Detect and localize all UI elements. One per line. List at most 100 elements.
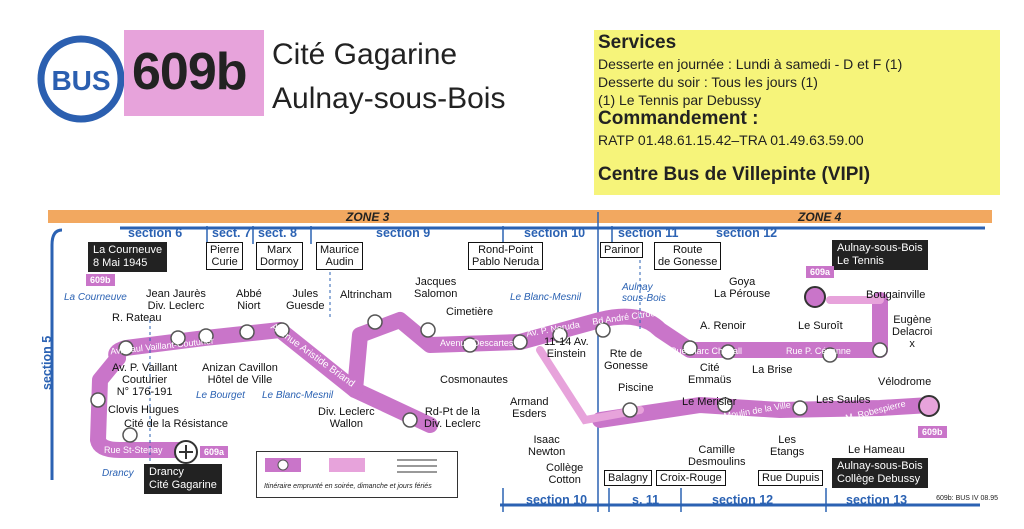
terminal-debussy-line2: Collège Debussy [837, 473, 921, 485]
section-13-bottom: section 13 [846, 493, 908, 507]
terminal-debussy-line1: Aulnay-sous-Bois [837, 460, 923, 472]
bus-logo-text: BUS [51, 65, 110, 96]
legend [256, 451, 458, 498]
stop-le-hameau: Le Hameau [848, 444, 905, 456]
terminal-drancy: Drancy Cité Gagarine [144, 464, 222, 494]
services-line1: Desserte en journée : Lundi à samedi - D… [598, 56, 903, 72]
stop-jules-guesde: Jules Guesde [286, 288, 325, 312]
terminal-college-debussy: Aulnay-sous-Bois Collège Debussy [832, 458, 928, 488]
stop-parinor: Parinor [600, 242, 644, 258]
services-title: Services [598, 32, 677, 53]
stop-bougainville: Bougainville [866, 289, 926, 301]
stop-abbe-niort: Abbé Niort [236, 288, 262, 312]
town-aulnay: Aulnay sous-Bois [622, 282, 666, 304]
stop-armand-esders: Armand Esders [510, 396, 549, 420]
legend-symbols [265, 458, 437, 473]
section-11: section 11 [618, 226, 679, 240]
stop-la-brise: La Brise [752, 364, 793, 376]
section-12: section 12 [716, 226, 778, 240]
stop-cimetiere: Cimetière [446, 306, 494, 318]
services-line2: Desserte du soir : Tous les jours (1) [598, 74, 818, 90]
stop-le-suroit: Le Suroît [798, 320, 843, 332]
destination-1: Cité Gagarine [272, 38, 458, 71]
bus-logo: BUS [37, 35, 125, 123]
legend-note: Itinéraire emprunté en soirée, dimanche … [264, 483, 432, 490]
section-10-bottom: section 10 [526, 493, 588, 507]
town-blanc-mesnil-2: Le Blanc-Mesnil [262, 390, 334, 401]
stop-croix-rouge: Croix-Rouge [656, 470, 726, 486]
section-11-bottom: s. 11 [632, 493, 660, 507]
badge-609b-left: 609b [86, 274, 115, 286]
stop-jean-jaures: Jean Jaurès Div. Leclerc [146, 288, 206, 312]
road-marc-chagall: Rue Marc Chagall [670, 346, 743, 356]
badge-609a-drancy: 609a [200, 446, 229, 458]
services-line3: (1) Le Tennis par Debussy [598, 92, 762, 108]
stop-isaac-newton: Isaac Newton [528, 434, 566, 458]
terminal-le-tennis: Aulnay-sous-Bois Le Tennis [832, 240, 928, 270]
stop-maurice-audin: Maurice Audin [316, 242, 364, 270]
stop-pierre-curie: Pierre Curie [206, 242, 244, 270]
destination-2: Aulnay-sous-Bois [272, 82, 506, 115]
zone-4-label: ZONE 4 [798, 210, 842, 224]
badge-609b-debussy: 609b [918, 426, 947, 438]
road-cezanne: Rue P. Cézanne [786, 346, 851, 356]
town-le-blanc-mesnil: Le Blanc-Mesnil [510, 292, 582, 303]
stop-rte-gonesse: Rte de Gonesse [604, 348, 649, 372]
stop-college-cotton: Collège Cotton [546, 462, 584, 486]
town-la-courneuve: La Courneuve [64, 292, 127, 303]
route-number: 609b [132, 43, 248, 101]
stop-r-rateau: R. Rateau [112, 312, 162, 324]
stop-route-gonesse: Route de Gonesse [654, 242, 722, 270]
zone-bar [48, 210, 992, 223]
stop-camille-desmoulins: Camille Desmoulins [688, 444, 746, 468]
terminal-drancy-line2: Cité Gagarine [149, 479, 217, 491]
stop-rond-point: Rond-Point Pablo Neruda [468, 242, 544, 270]
footer-code: 609b: BUS IV 08.95 [936, 495, 998, 502]
section-9: section 9 [376, 226, 431, 240]
stop-div-leclerc-wallon: Div. Leclerc Wallon [318, 406, 375, 430]
section-8: sect. 8 [258, 226, 297, 240]
section-12-bottom: section 12 [712, 493, 774, 507]
badge-609a-tennis: 609a [806, 266, 835, 278]
town-drancy: Drancy [102, 468, 134, 479]
command-line: RATP 01.48.61.15.42–TRA 01.49.63.59.00 [598, 132, 864, 148]
stop-balagny: Balagny [604, 470, 652, 486]
terminal-drancy-line1: Drancy [149, 466, 184, 478]
stop-clovis-hugues: Clovis Hugues [108, 404, 179, 416]
road-descartes: Avenue Descartes [440, 338, 514, 348]
stop-a-renoir: A. Renoir [700, 320, 746, 332]
services-panel: Services Desserte en journée : Lundi à s… [594, 30, 1000, 195]
stop-cite-resistance: Cité de la Résistance [124, 418, 228, 430]
section-5: section 5 [40, 335, 54, 390]
section-6: section 6 [128, 226, 183, 240]
stop-cite-emmaus: Cité Emmaüs [688, 362, 732, 386]
terminal-tennis-line2: Le Tennis [837, 255, 884, 267]
stop-vaillant-couturier: Av. P. Vaillant Couturier N° 176-191 [112, 362, 178, 398]
stop-anizan-cavillon: Anizan Cavillon Hôtel de Ville [202, 362, 278, 386]
stop-altrincham: Altrincham [340, 289, 392, 301]
route-badge [124, 30, 264, 116]
stop-le-merisier: Le Merisier [682, 396, 737, 408]
stop-einstein: 11-14 Av. Einstein [544, 336, 589, 360]
stop-rue-dupuis: Rue Dupuis [758, 470, 824, 486]
centre-title: Centre Bus de Villepinte (VIPI) [598, 164, 871, 185]
stop-marx-dormoy: Marx Dormoy [256, 242, 303, 270]
stop-piscine: Piscine [618, 382, 654, 394]
road-st-stenay: Rue St-Stenay [104, 445, 163, 455]
stop-eugene-delacroix: Eugène Delacroi x [892, 314, 933, 350]
zone-3-label: ZONE 3 [346, 210, 390, 224]
section-7: sect. 7 [212, 226, 251, 240]
section-10: section 10 [524, 226, 586, 240]
town-le-bourget: Le Bourget [196, 390, 245, 401]
stop-cosmonautes: Cosmonautes [440, 374, 508, 386]
stop-velodrome: Vélodrome [878, 376, 932, 388]
stop-goya: Goya La Pérouse [714, 276, 771, 300]
stop-les-etangs: Les Etangs [770, 434, 805, 458]
stop-rdpt-div-leclerc: Rd-Pt de la Div. Leclerc [424, 406, 481, 430]
stop-jacques-salomon: Jacques Salomon [414, 276, 458, 300]
command-title: Commandement : [598, 108, 759, 129]
terminal-tennis-line1: Aulnay-sous-Bois [837, 242, 923, 254]
terminal-la-courneuve: La Courneuve 8 Mai 1945 [88, 242, 168, 272]
stop-les-saules: Les Saules [816, 394, 871, 406]
